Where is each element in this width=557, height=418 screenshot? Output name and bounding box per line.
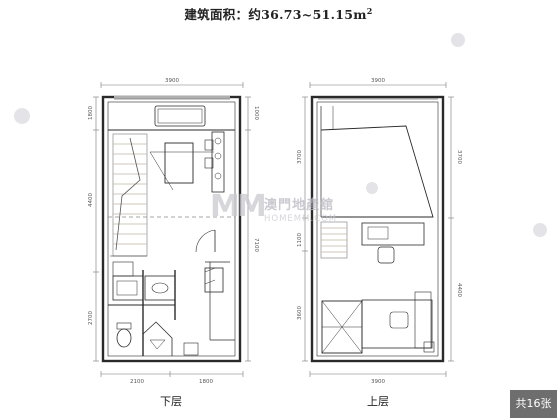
upper-inner-wall [316, 101, 439, 357]
fridge [204, 267, 224, 293]
lower-staircase [112, 133, 148, 257]
side-cabinet [211, 131, 225, 193]
dining-table [164, 142, 194, 184]
watermark-chinese: 澳門地產舘 [264, 198, 335, 213]
toilet [116, 328, 132, 348]
watermark-logo-mark: MM [210, 189, 267, 224]
upper-dim-left-lower: 3600 [297, 306, 303, 320]
area-title: 建筑面积：约36.73~51.15m2 [0, 4, 557, 23]
lower-dim-right-lower: 7100 [253, 238, 259, 252]
lower-dim-right-upper: 1000 [253, 106, 259, 120]
upper-staircase [320, 221, 348, 259]
upper-dim-left-upper: 3700 [297, 150, 303, 164]
void-outline [320, 125, 434, 218]
lower-dim-left-middle: 4400 [88, 193, 94, 207]
kitchen-sink [144, 275, 176, 301]
sofa [154, 105, 206, 127]
upper-outer-wall [310, 95, 445, 363]
upper-dim-bottom: 3900 [371, 379, 385, 385]
area-title-text: 建筑面积：约36.73~51.15m [184, 7, 367, 22]
upper-dim-right-lower: 4400 [456, 283, 462, 297]
lower-dim-top: 3900 [165, 78, 179, 84]
desk-chair [377, 246, 395, 264]
upper-dim-right-upper: 3700 [456, 150, 462, 164]
photo-count-badge[interactable]: 共16张 [510, 390, 557, 418]
upper-floor-plan [302, 82, 454, 377]
upper-dim-top: 3900 [371, 78, 385, 84]
lower-dim-bottom-right: 1800 [199, 379, 213, 385]
lower-dim-left-upper: 1800 [88, 106, 94, 120]
lower-dim-bottom-left: 2100 [130, 379, 144, 385]
area-title-unit: 2 [366, 5, 373, 16]
watermark: MM 澳門地產舘 HOMEMM.COM [210, 192, 370, 232]
lower-inner-wall [107, 101, 236, 357]
lower-floor-plan [93, 82, 251, 377]
lower-floor-label: 下层 [160, 395, 182, 408]
lower-dim-left-lower: 2700 [88, 311, 94, 325]
upper-dimension-lines [302, 82, 454, 377]
watermark-english: HOMEMM.COM [264, 214, 338, 224]
desk [361, 222, 425, 246]
upper-floor-label: 上层 [367, 395, 389, 408]
bed [361, 299, 433, 349]
lower-dimension-lines [93, 82, 251, 377]
shower [142, 321, 173, 356]
washing-machine [112, 275, 144, 301]
upper-dim-left-middle: 1100 [297, 233, 303, 247]
